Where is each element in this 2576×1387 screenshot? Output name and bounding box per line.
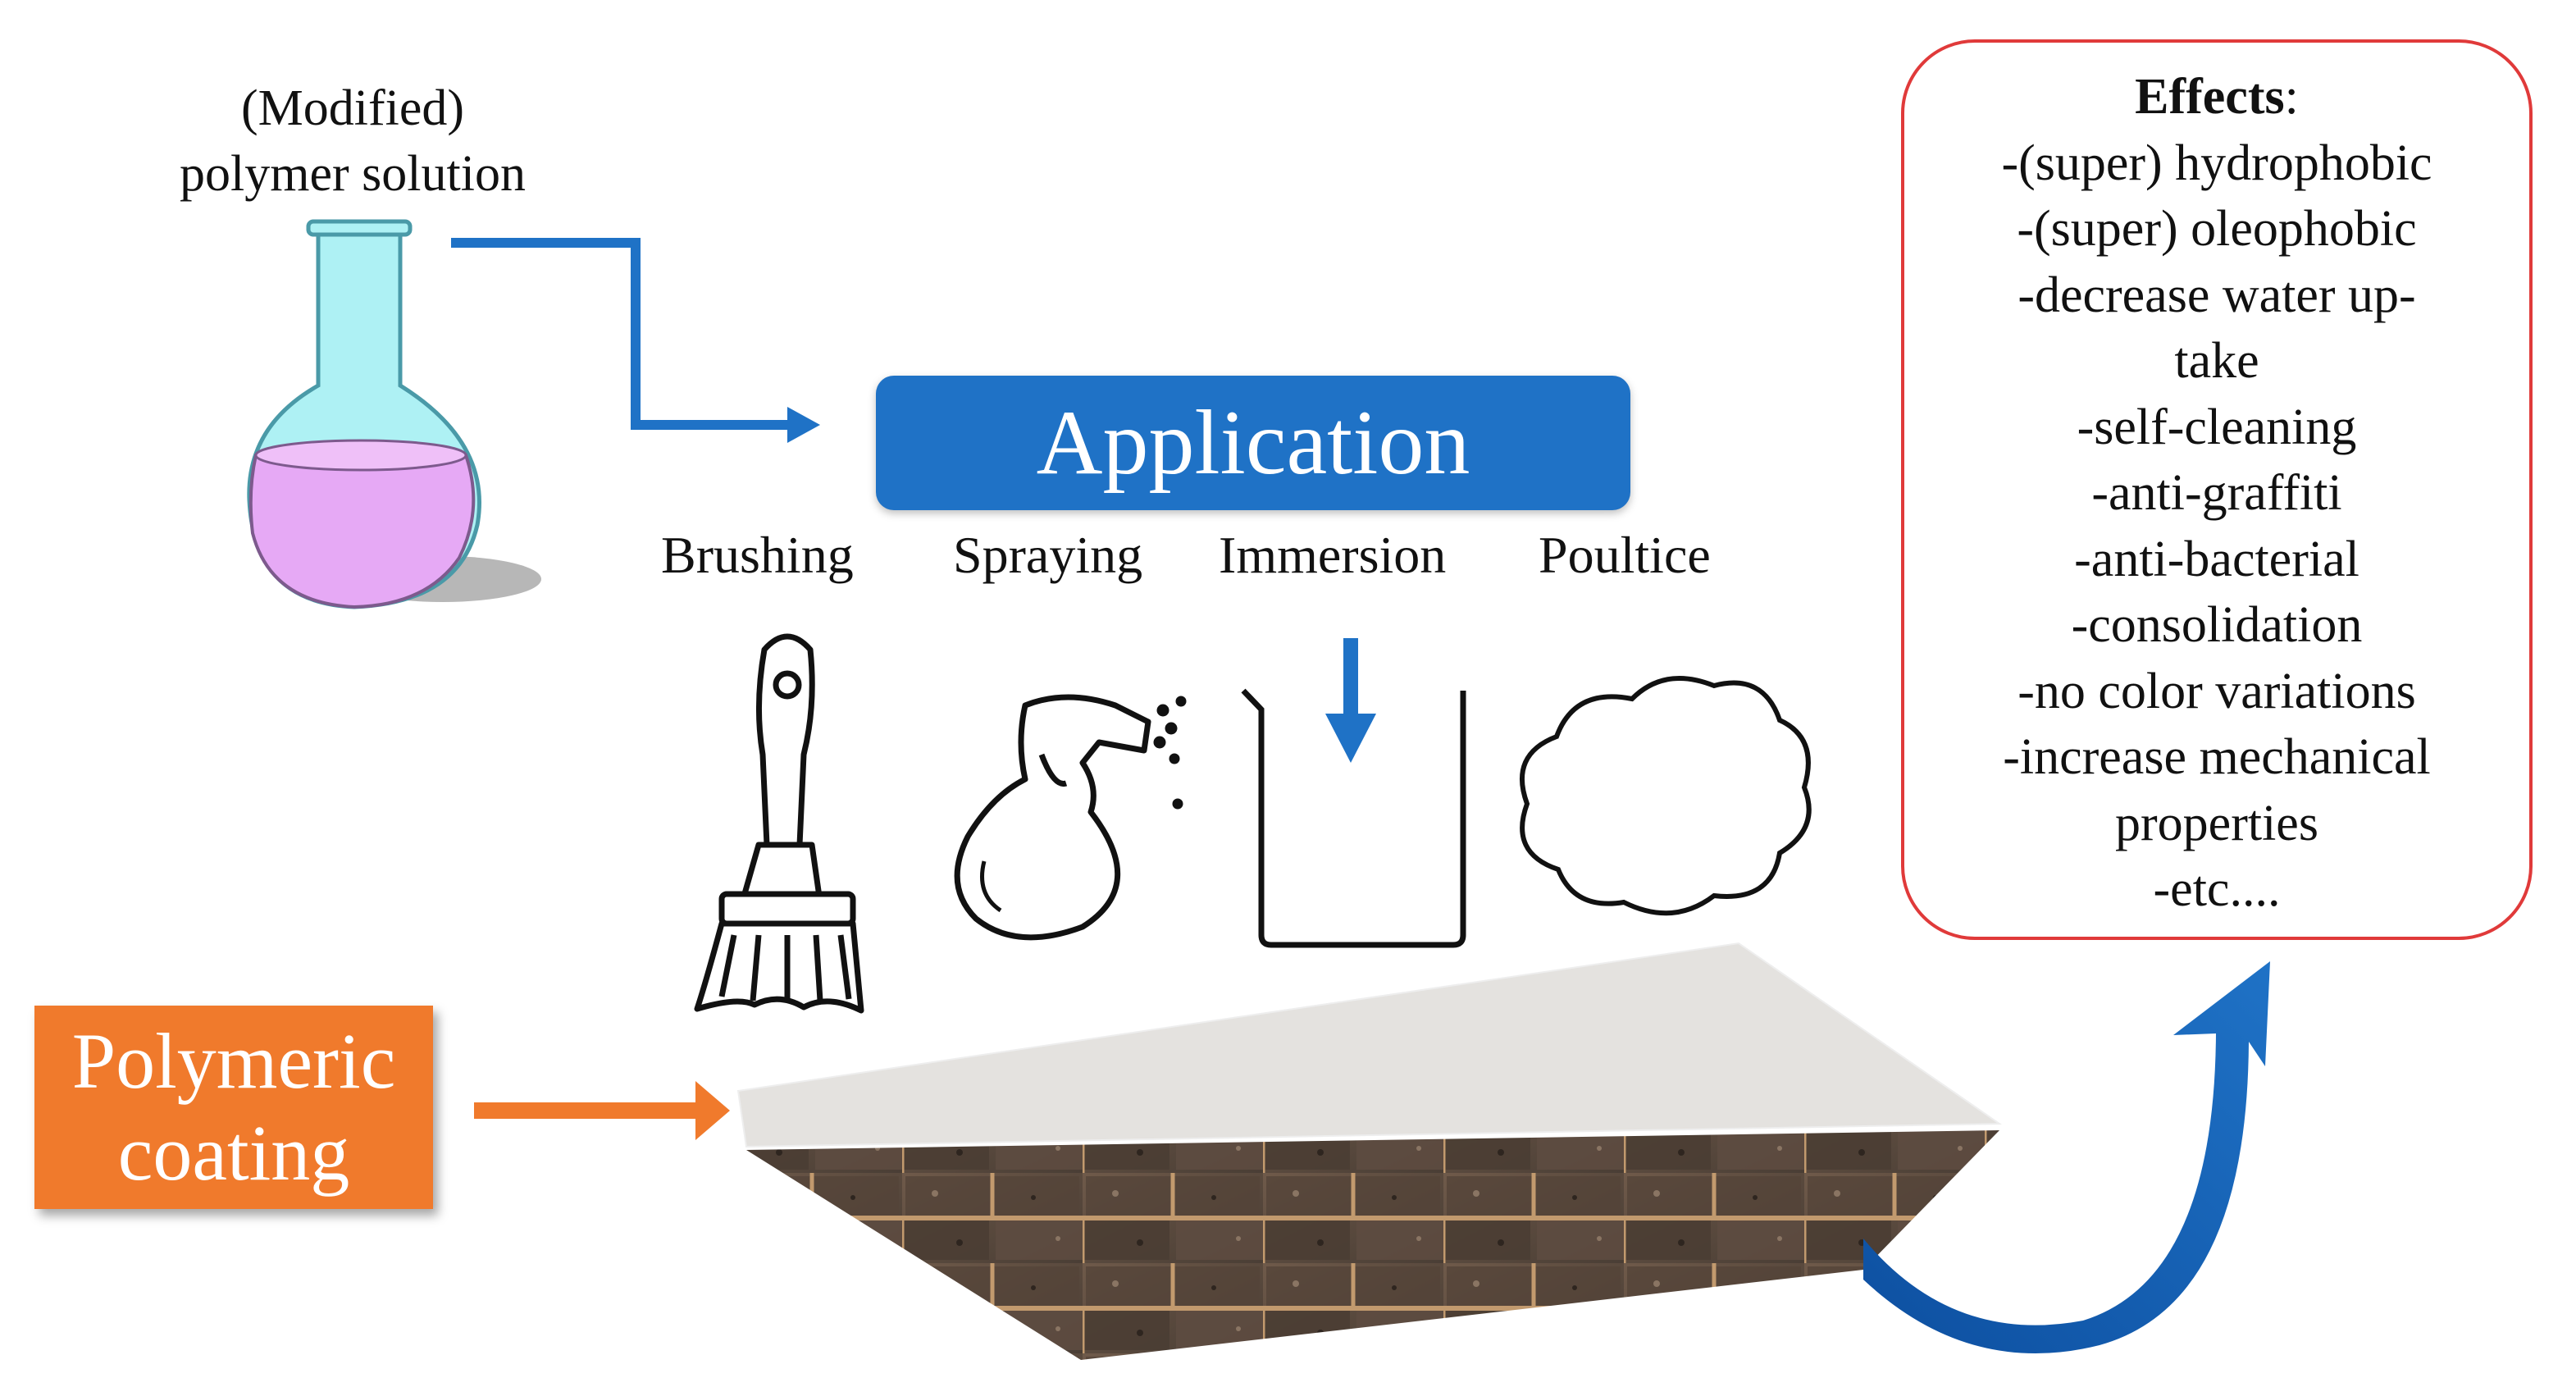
effect-item: -(super) oleophobic: [2017, 201, 2417, 257]
beaker-icon: [1241, 638, 1466, 948]
polymeric-coating-box: Polymeric coating: [34, 1006, 433, 1209]
coating-line2: coating: [117, 1109, 350, 1197]
flask-label-line2: polymer solution: [180, 146, 526, 202]
arrow-coating-to-surface: [474, 1081, 730, 1140]
effect-item: -etc....: [2153, 861, 2281, 917]
effect-item: -increase mechanical: [2003, 729, 2431, 785]
method-brushing: Brushing: [661, 526, 854, 584]
cloud-poultice-icon: [1519, 676, 1812, 916]
effects-title: Effects:: [2135, 69, 2299, 125]
flask-label: (Modified) polymer solution: [98, 75, 607, 207]
stone-surface-image: [736, 942, 2003, 1360]
application-box: Application: [876, 376, 1630, 510]
method-poultice: Poultice: [1539, 526, 1711, 584]
effects-box: Effects: -(super) hydrophobic -(super) o…: [1901, 39, 2533, 940]
flask-label-line1: (Modified): [240, 80, 465, 136]
flask-icon: [247, 219, 541, 609]
effect-item: -decrease water up-: [2017, 267, 2416, 323]
paintbrush-icon: [694, 633, 864, 1014]
coating-line1: Polymeric: [71, 1017, 396, 1105]
arrow-flask-to-application: [451, 238, 820, 443]
effect-item: -(super) hydrophobic: [2001, 135, 2432, 191]
spray-bottle-icon: [954, 694, 1187, 941]
curved-arrow-to-effects: [1863, 961, 2270, 1353]
effect-item: take: [2174, 333, 2259, 389]
method-immersion: Immersion: [1219, 526, 1447, 584]
effect-item: -anti-graffiti: [2091, 465, 2342, 521]
effect-item: -no color variations: [2017, 663, 2416, 719]
application-title: Application: [1036, 391, 1470, 494]
effect-item: -anti-bacterial: [2074, 531, 2359, 587]
method-spraying: Spraying: [953, 526, 1143, 584]
effect-item: properties: [2115, 795, 2318, 851]
effect-item: -self-cleaning: [2077, 399, 2357, 455]
effect-item: -consolidation: [2071, 597, 2363, 653]
